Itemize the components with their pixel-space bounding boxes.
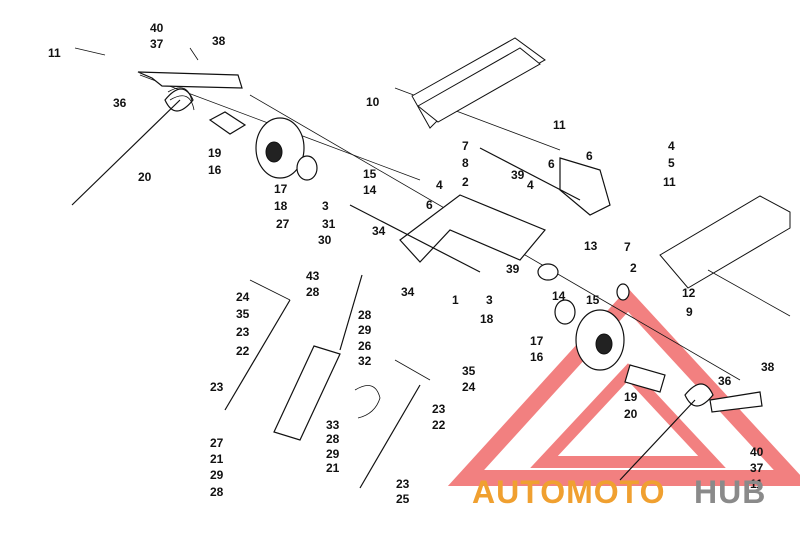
callout: 7 xyxy=(624,240,631,254)
callout: 23 xyxy=(210,380,224,394)
callout: 16 xyxy=(208,163,222,177)
callout: 40 xyxy=(150,21,164,35)
callout: 27 xyxy=(210,436,224,450)
callout: 11 xyxy=(663,175,676,189)
callout: 28 xyxy=(306,285,320,299)
callout: 19 xyxy=(208,146,222,160)
watermark-logo-triangle xyxy=(447,288,800,486)
callout: 6 xyxy=(586,149,593,163)
callout: 25 xyxy=(396,492,410,506)
callout: 30 xyxy=(318,233,332,247)
callout: 15 xyxy=(363,167,377,181)
callout: 38 xyxy=(761,360,775,374)
callout: 3 xyxy=(322,199,329,213)
callout: 6 xyxy=(548,157,555,171)
callout: 14 xyxy=(363,183,377,197)
callout: 14 xyxy=(552,289,566,303)
callout: 22 xyxy=(236,344,250,358)
callout: 28 xyxy=(358,308,372,322)
callout: 16 xyxy=(530,350,544,364)
callout: 39 xyxy=(511,168,525,182)
callout: 21 xyxy=(326,461,340,475)
callout: 6 xyxy=(426,198,433,212)
callout: 29 xyxy=(210,468,224,482)
callout: 23 xyxy=(396,477,410,491)
callout: 29 xyxy=(358,323,372,337)
callout: 17 xyxy=(274,182,288,196)
callout: 13 xyxy=(584,239,598,253)
callout: 39 xyxy=(506,262,520,276)
watermark-text-secondary: HUB xyxy=(694,474,766,510)
rail-upper xyxy=(411,37,546,129)
callout: 4 xyxy=(668,139,675,153)
callout: 37 xyxy=(150,37,164,51)
callout-labels: 11 40 37 38 36 19 16 20 10 11 7 8 4 6 5 … xyxy=(48,21,775,506)
callout: 27 xyxy=(276,217,290,231)
callout: 24 xyxy=(236,290,250,304)
watermark-logo-text: AUTOMOTO HUB xyxy=(472,474,766,510)
callout: 29 xyxy=(326,447,340,461)
callout: 34 xyxy=(401,285,415,299)
callout: 2 xyxy=(630,261,637,275)
callout: 36 xyxy=(113,96,127,110)
callout: 5 xyxy=(668,156,675,170)
callout: 23 xyxy=(236,325,250,339)
callout: 35 xyxy=(236,307,250,321)
callout: 22 xyxy=(432,418,446,432)
callout: 18 xyxy=(480,312,494,326)
callout: 21 xyxy=(210,452,224,466)
rail-lower-right xyxy=(659,195,791,317)
callout: 7 xyxy=(462,139,469,153)
watermark-text-primary: AUTOMOTO xyxy=(472,474,665,510)
callout: 24 xyxy=(462,380,476,394)
callout: 31 xyxy=(322,217,336,231)
callout: 2 xyxy=(462,175,469,189)
callout: 26 xyxy=(358,339,372,353)
callout: 3 xyxy=(486,293,493,307)
link-rods xyxy=(224,299,421,489)
front-arm-assembly xyxy=(349,147,630,301)
callout: 43 xyxy=(306,269,320,283)
callout: 23 xyxy=(432,402,446,416)
left-spring-assembly xyxy=(71,71,318,206)
shock-absorber xyxy=(273,274,381,441)
callout: 34 xyxy=(372,224,386,238)
callout: 11 xyxy=(553,118,566,132)
callout: 15 xyxy=(586,293,600,307)
right-spring-assembly xyxy=(554,299,763,481)
callout: 10 xyxy=(366,95,380,109)
callout: 19 xyxy=(624,390,638,404)
callout: 8 xyxy=(462,156,469,170)
callout: 40 xyxy=(750,445,764,459)
callout: 4 xyxy=(436,178,443,192)
callout: 35 xyxy=(462,364,476,378)
callout: 38 xyxy=(212,34,226,48)
callout: 36 xyxy=(718,374,732,388)
callout: 18 xyxy=(274,199,288,213)
callout: 28 xyxy=(210,485,224,499)
callout: 28 xyxy=(326,432,340,446)
callout: 32 xyxy=(358,354,372,368)
callout: 20 xyxy=(624,407,638,421)
callout: 12 xyxy=(682,286,696,300)
callout: 4 xyxy=(527,178,534,192)
callout: 1 xyxy=(452,293,459,307)
callout: 9 xyxy=(686,305,693,319)
callout: 20 xyxy=(138,170,152,184)
callout: 17 xyxy=(530,334,544,348)
callout: 11 xyxy=(48,46,61,60)
callout: 11 xyxy=(750,477,763,491)
callout: 33 xyxy=(326,418,340,432)
callout: 37 xyxy=(750,461,764,475)
